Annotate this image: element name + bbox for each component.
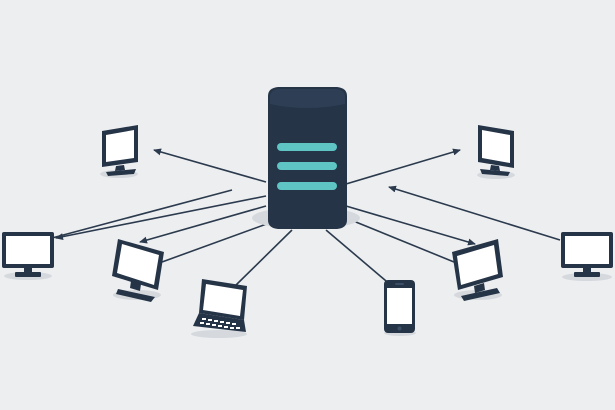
monitor-icon bbox=[112, 239, 164, 302]
monitor-icon bbox=[561, 232, 613, 277]
monitor-icon bbox=[102, 125, 138, 176]
connection-lines bbox=[51, 148, 561, 287]
arrow-server-to-mid-left bbox=[139, 205, 267, 244]
arrow-left-to-server bbox=[51, 189, 233, 239]
line-server-mid-right bbox=[345, 217, 455, 263]
monitor-icon bbox=[2, 232, 54, 277]
monitor-right bbox=[561, 232, 613, 281]
monitor-left bbox=[2, 232, 54, 280]
arrow-right-to-server bbox=[388, 185, 561, 241]
laptop-bottom-left bbox=[191, 279, 247, 338]
line-server-mid-left bbox=[161, 221, 273, 263]
line-server-phone bbox=[325, 229, 393, 287]
laptop-icon bbox=[193, 279, 247, 332]
smartphone-bottom bbox=[384, 280, 416, 336]
arrow-server-to-top-left bbox=[153, 148, 267, 183]
arrow-server-to-left bbox=[55, 195, 267, 241]
monitor-mid-left bbox=[112, 239, 164, 302]
line-server-laptop bbox=[235, 229, 293, 286]
server-tower bbox=[252, 87, 360, 229]
monitor-icon bbox=[478, 125, 514, 176]
server-top-highlight bbox=[270, 89, 345, 108]
server-tower-icon bbox=[268, 87, 347, 229]
server-accent-bar bbox=[277, 143, 337, 151]
arrow-server-to-mid-right bbox=[345, 205, 476, 246]
server-accent-bar bbox=[277, 182, 337, 190]
arrow-server-to-top-right bbox=[345, 148, 461, 185]
monitor-mid-right bbox=[452, 239, 503, 301]
device-shadow bbox=[191, 330, 247, 338]
monitor-icon bbox=[452, 239, 503, 301]
server-accent-bar bbox=[277, 162, 337, 170]
monitor-top-left bbox=[100, 125, 138, 178]
laptop-keyboard bbox=[200, 318, 240, 329]
monitor-top-right bbox=[477, 125, 515, 179]
smartphone-icon bbox=[384, 280, 415, 333]
